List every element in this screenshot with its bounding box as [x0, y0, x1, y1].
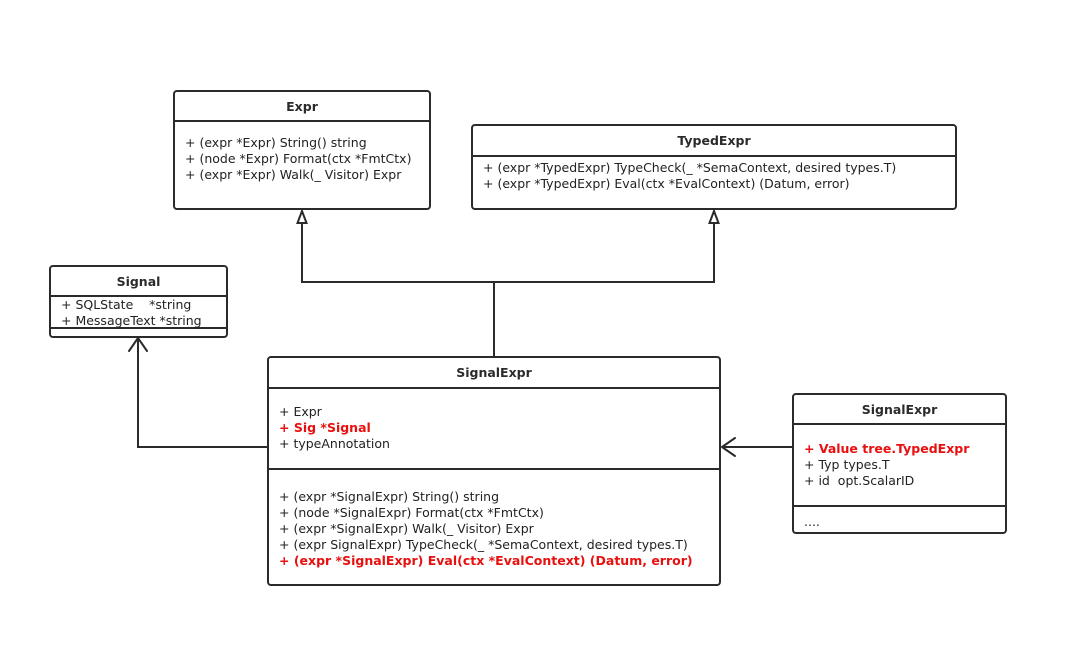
methods-section: ....	[794, 507, 1005, 530]
method-row: + (expr *Expr) String() string	[185, 135, 367, 150]
open-arrowhead-signal-expr	[721, 437, 736, 457]
hollow-arrowhead-expr	[296, 208, 308, 224]
field-row-highlighted: + Sig *Signal	[279, 420, 371, 435]
method-row: + (expr *TypedExpr) Eval(ctx *EvalContex…	[483, 176, 850, 191]
field-row: + typeAnnotation	[279, 436, 390, 451]
method-row: + (expr SignalExpr) TypeCheck(_ *SemaCon…	[279, 537, 688, 552]
fields-section: + Expr + Sig *Signal + typeAnnotation	[269, 389, 719, 470]
hollow-arrowhead-typed-expr	[708, 208, 720, 224]
class-box-typed-expr[interactable]: TypedExpr + (expr *TypedExpr) TypeCheck(…	[471, 124, 957, 210]
class-box-signal[interactable]: Signal + SQLState *string + MessageText …	[49, 265, 228, 338]
class-box-signal-expr-alt[interactable]: SignalExpr + Value tree.TypedExpr + Typ …	[792, 393, 1007, 534]
methods-section: + (expr *Expr) String() string + (node *…	[175, 122, 429, 183]
class-name: Signal	[51, 267, 226, 297]
method-row: + (node *SignalExpr) Format(ctx *FmtCtx)	[279, 505, 544, 520]
method-row: ....	[804, 514, 820, 529]
fields-section: + SQLState *string + MessageText *string	[51, 297, 226, 329]
realization-connector-expr[interactable]	[301, 223, 494, 283]
methods-section: + (expr *TypedExpr) TypeCheck(_ *SemaCon…	[473, 157, 955, 192]
field-row: + SQLState *string	[61, 297, 192, 312]
fields-section: + Value tree.TypedExpr + Typ types.T + i…	[794, 425, 1005, 507]
method-row: + (expr *SignalExpr) Walk(_ Visitor) Exp…	[279, 521, 534, 536]
field-row-highlighted: + Value tree.TypedExpr	[804, 441, 970, 456]
association-connector-signal[interactable]	[137, 340, 267, 448]
methods-section: + (expr *SignalExpr) String() string + (…	[269, 470, 719, 569]
open-arrowhead-signal	[128, 337, 148, 352]
field-row: + Expr	[279, 404, 322, 419]
method-row: + (node *Expr) Format(ctx *FmtCtx)	[185, 151, 412, 166]
class-box-expr[interactable]: Expr + (expr *Expr) String() string + (n…	[173, 90, 431, 210]
class-name: SignalExpr	[269, 358, 719, 389]
class-name: Expr	[175, 92, 429, 122]
field-row: + MessageText *string	[61, 313, 202, 328]
method-row: + (expr *TypedExpr) TypeCheck(_ *SemaCon…	[483, 160, 897, 175]
class-name: SignalExpr	[794, 395, 1005, 425]
class-name: TypedExpr	[473, 126, 955, 157]
class-box-signal-expr[interactable]: SignalExpr + Expr + Sig *Signal + typeAn…	[267, 356, 721, 586]
method-row: + (expr *Expr) Walk(_ Visitor) Expr	[185, 167, 402, 182]
method-row-highlighted: + (expr *SignalExpr) Eval(ctx *EvalConte…	[279, 553, 693, 568]
field-row: + Typ types.T	[804, 457, 890, 472]
method-row: + (expr *SignalExpr) String() string	[279, 489, 500, 504]
field-row: + id opt.ScalarID	[804, 473, 915, 488]
realization-connector-typed-expr[interactable]	[494, 223, 715, 283]
